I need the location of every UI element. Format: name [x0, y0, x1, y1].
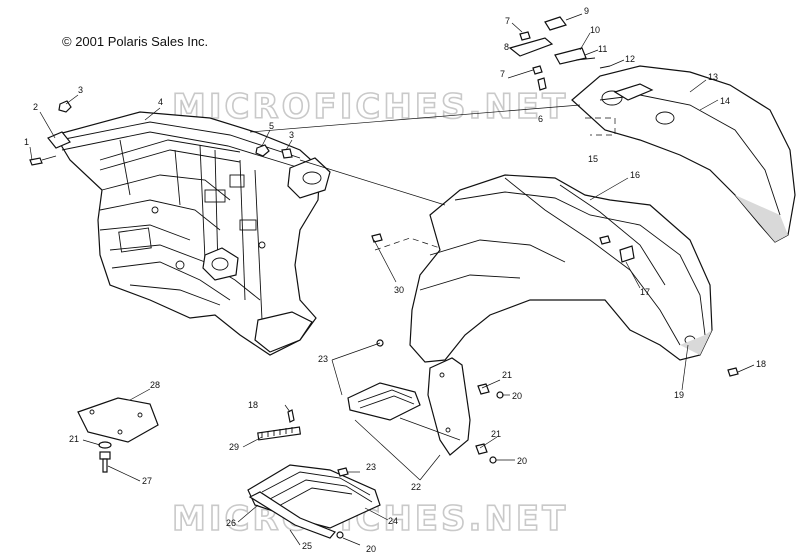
callout-16: 16 [630, 170, 640, 180]
callout-20-bottom: 20 [366, 544, 376, 554]
taillight-bracket-group [508, 16, 611, 91]
bolt-and-washer [98, 441, 112, 473]
callout-8: 8 [504, 42, 509, 52]
callout-10: 10 [590, 25, 600, 35]
rubber-strip [257, 426, 302, 441]
callout-labels: 1 2 3 4 5 3 6 7 7 8 9 10 11 12 13 14 15 … [24, 6, 766, 554]
copyright-text: © 2001 Polaris Sales Inc. [62, 34, 209, 49]
frame-hardware [29, 100, 293, 166]
frame-assembly [54, 111, 331, 356]
callout-15: 15 [588, 154, 598, 164]
projection-line-a [299, 159, 446, 206]
callout-27: 27 [142, 476, 152, 486]
footrest-assembly [247, 464, 381, 539]
callout-22: 22 [411, 482, 421, 492]
callout-23-upper: 23 [318, 354, 328, 364]
callout-20-upper: 20 [512, 391, 522, 401]
callout-30: 30 [394, 285, 404, 295]
callout-21-left: 21 [69, 434, 79, 444]
callout-23-lower: 23 [366, 462, 376, 472]
callout-24: 24 [388, 516, 398, 526]
callout-29: 29 [229, 442, 239, 452]
watermark-top: MICROFICHES.NET [172, 87, 568, 127]
callout-21-middle: 21 [491, 429, 501, 439]
mud-flap [427, 357, 471, 456]
reference-line-taillight [585, 117, 616, 136]
callout-3-left: 3 [78, 85, 83, 95]
leader-lines [29, 13, 755, 546]
misc-hardware [287, 233, 739, 539]
callout-17: 17 [640, 287, 650, 297]
callout-26: 26 [226, 518, 236, 528]
front-body-panel [409, 174, 713, 363]
callout-4: 4 [158, 97, 163, 107]
callout-7-bottom: 7 [500, 69, 505, 79]
projection-line-b [249, 104, 581, 133]
callout-14: 14 [720, 96, 730, 106]
rear-fender [571, 65, 796, 243]
callout-12: 12 [625, 54, 635, 64]
callout-9: 9 [584, 6, 589, 16]
callout-3-right: 3 [289, 130, 294, 140]
callout-7-top: 7 [505, 16, 510, 26]
callout-25: 25 [302, 541, 312, 551]
callout-5: 5 [269, 121, 274, 131]
callout-18-right: 18 [756, 359, 766, 369]
callout-20-middle: 20 [517, 456, 527, 466]
footrest-bracket [347, 382, 421, 421]
callout-28: 28 [150, 380, 160, 390]
footwell-plate [77, 397, 159, 443]
callout-2: 2 [33, 102, 38, 112]
reference-line-30 [374, 237, 441, 251]
callout-19: 19 [674, 390, 684, 400]
callout-21-upper: 21 [502, 370, 512, 380]
callout-1: 1 [24, 137, 29, 147]
callout-13: 13 [708, 72, 718, 82]
callout-18-left: 18 [248, 400, 258, 410]
callout-6: 6 [538, 114, 543, 124]
callout-11: 11 [598, 44, 607, 54]
